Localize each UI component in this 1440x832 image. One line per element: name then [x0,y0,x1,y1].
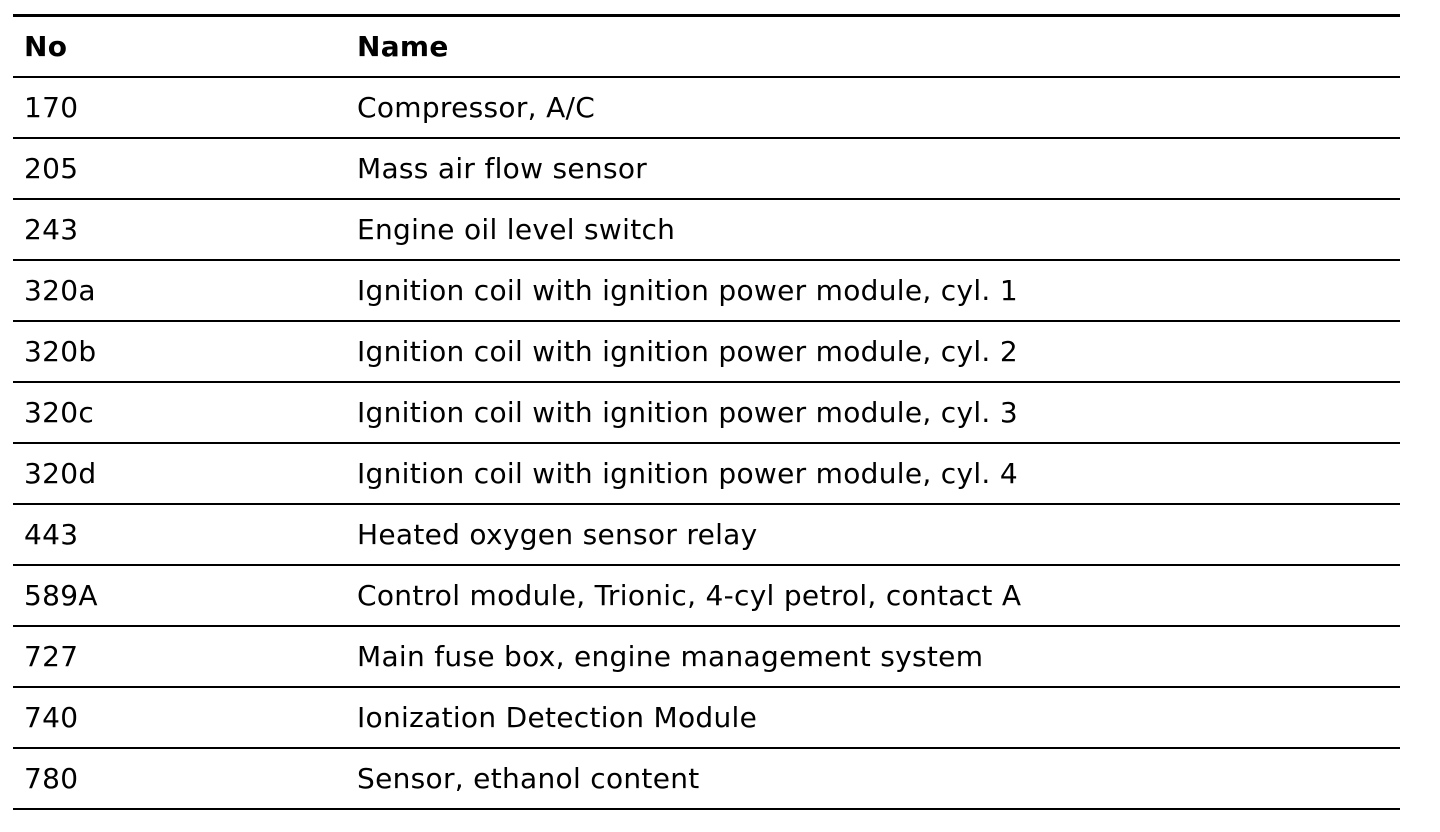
cell-name: Mass air flow sensor [357,152,648,185]
table-row: 205 Mass air flow sensor [13,139,1400,200]
cell-name: Ignition coil with ignition power module… [357,335,1018,368]
cell-name: Ignition coil with ignition power module… [357,457,1018,490]
table-row: 320d Ignition coil with ignition power mo… [13,444,1400,505]
cell-name: Control module, Trionic, 4-cyl petrol, c… [357,579,1022,612]
cell-name: Sensor, ethanol content [357,762,700,795]
cell-no: 320b [24,335,97,368]
cell-no: 589A [24,579,98,612]
cell-name: Ignition coil with ignition power module… [357,274,1018,307]
table-row: 780 Sensor, ethanol content [13,749,1400,810]
cell-no: 727 [24,640,79,673]
table-row: 443 Heated oxygen sensor relay [13,505,1400,566]
header-no: No [24,30,68,63]
table-row: 170 Compressor, A/C [13,78,1400,139]
cell-name: Ionization Detection Module [357,701,758,734]
table-body: 170 Compressor, A/C 205 Mass air flow senso… [13,78,1400,810]
table-row: 243 Engine oil level switch [13,200,1400,261]
table-header-row: No Name [13,17,1400,78]
cell-no: 320a [24,274,96,307]
cell-name: Engine oil level switch [357,213,676,246]
table-row: 320a Ignition coil with ignition power mo… [13,261,1400,322]
table-row: 727 Main fuse box, engine management syst… [13,627,1400,688]
cell-name: Compressor, A/C [357,91,596,124]
table-row: 320c Ignition coil with ignition power mo… [13,383,1400,444]
cell-no: 443 [24,518,79,551]
cell-name: Heated oxygen sensor relay [357,518,758,551]
cell-no: 780 [24,762,79,795]
table-row: 320b Ignition coil with ignition power mo… [13,322,1400,383]
cell-no: 205 [24,152,79,185]
cell-no: 320c [24,396,95,429]
cell-no: 170 [24,91,79,124]
table-row: 589A Control module, Trionic, 4-cyl petro… [13,566,1400,627]
cell-no: 243 [24,213,79,246]
table-row: 740 Ionization Detection Module [13,688,1400,749]
cell-name: Main fuse box, engine management system [357,640,984,673]
component-table: No Name 170 Compressor, A/C 205 Mass air fl… [13,14,1400,810]
header-name: Name [357,30,449,63]
cell-no: 740 [24,701,79,734]
cell-name: Ignition coil with ignition power module… [357,396,1018,429]
cell-no: 320d [24,457,97,490]
